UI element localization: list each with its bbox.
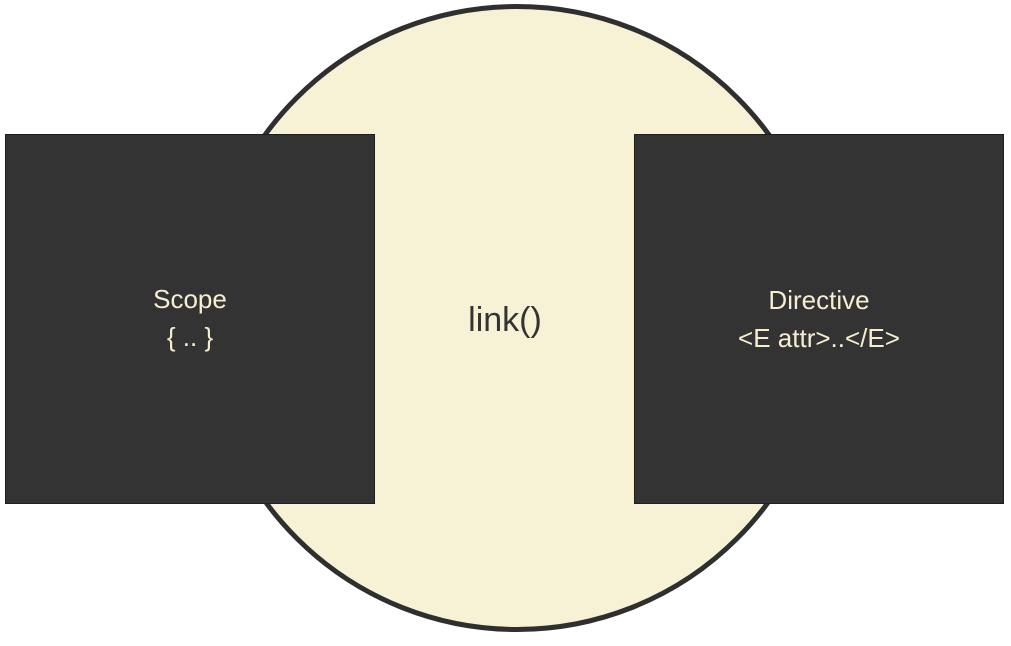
link-label: link() (468, 301, 542, 339)
scope-box: Scope { .. } (5, 134, 375, 504)
scope-subtitle: { .. } (166, 322, 214, 352)
scope-title: Scope (153, 284, 227, 314)
directive-title: Directive (768, 285, 870, 315)
directive-subtitle: <E attr>..</E> (738, 323, 900, 353)
directive-box: Directive <E attr>..</E> (634, 134, 1004, 504)
